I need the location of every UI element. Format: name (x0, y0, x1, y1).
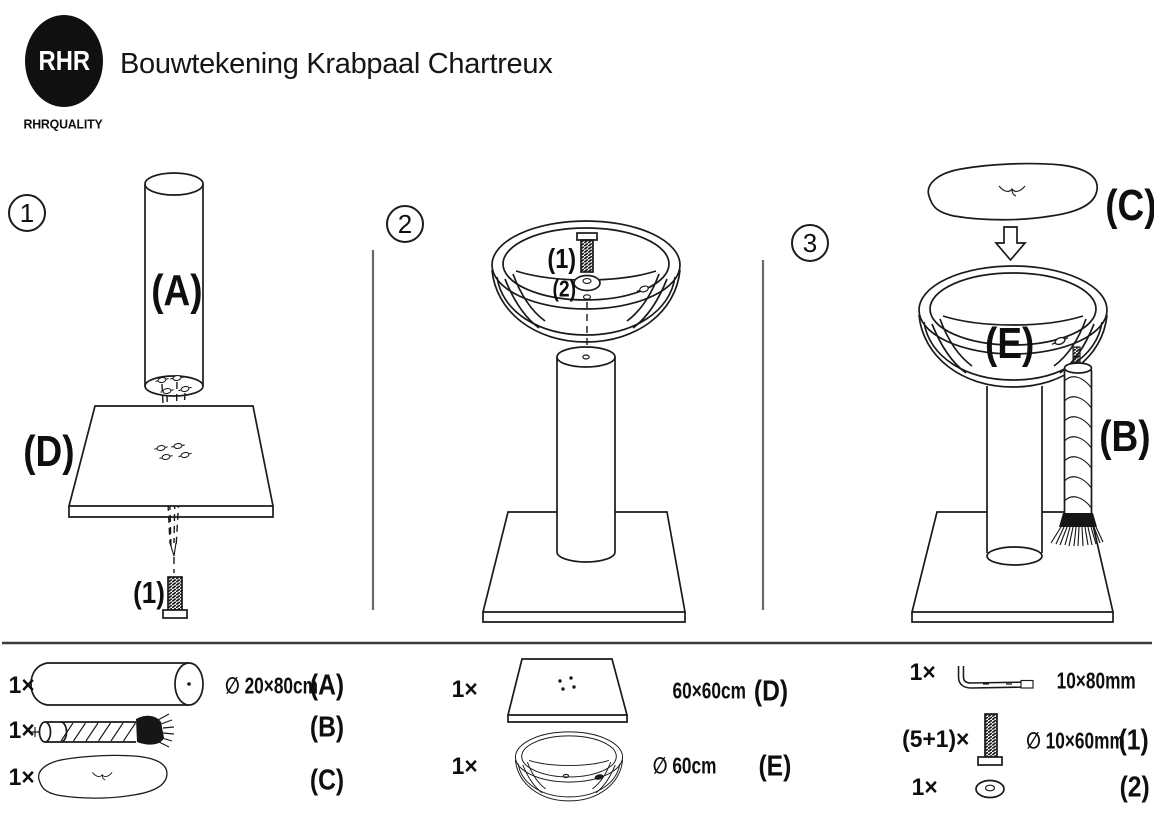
label-post-a: (A) (151, 266, 203, 315)
step2-post-drawing (556, 346, 616, 563)
part-key-qty: 1× (909, 659, 936, 686)
brand-logo: RHR (25, 15, 103, 107)
part-washer-qty: 1× (911, 774, 938, 801)
part-base-qty: 1× (451, 676, 478, 703)
step2-bed-drawing (491, 220, 681, 349)
part-post-dim: ∅ 20×80cm (225, 672, 318, 699)
round-bed-icon (514, 731, 624, 802)
label-step2-washer: (2) (552, 275, 577, 302)
step3-post-drawing (986, 386, 1043, 566)
page-title: Bouwtekening Krabpaal Chartreux (120, 48, 553, 80)
part-cushion-qty: 1× (8, 764, 35, 791)
label-base-d: (D) (23, 427, 75, 476)
allen-key-icon (957, 666, 1034, 689)
step1-number: 1 (8, 194, 46, 232)
part-key-dim: 10×80mm (1056, 667, 1136, 694)
logo-text: RHR (38, 45, 90, 76)
base-plate-icon (506, 658, 629, 723)
part-bolt-qty: (5+1)× (902, 726, 970, 753)
step1-base-plate-drawing (67, 381, 275, 573)
label-cushion-c: (C) (1105, 181, 1154, 230)
step3-number: 3 (791, 224, 829, 262)
part-rope-ref: (B) (309, 711, 345, 744)
part-bed-ref: (E) (758, 750, 792, 783)
label-step1-bolt: (1) (133, 575, 165, 610)
part-bolt-ref: (1) (1118, 724, 1149, 757)
bolt-icon (977, 713, 1003, 766)
part-base-dim: 60×60cm (672, 677, 746, 704)
step2-number: 2 (386, 205, 424, 243)
part-bed-qty: 1× (451, 753, 478, 780)
logo-subtext: RHRQUALITY (23, 116, 103, 132)
part-bed-dim: ∅ 60cm (652, 752, 717, 779)
part-bolt-dim: ∅ 10×60mm (1026, 727, 1125, 754)
washer-icon (975, 779, 1005, 799)
step3-cushion-drawing (927, 162, 1099, 221)
part-base-ref: (D) (753, 675, 789, 708)
step3-rope-drawing (1050, 334, 1104, 547)
sisal-rope-icon (30, 713, 175, 748)
step1-bolt-drawing (162, 576, 188, 619)
part-post-ref: (A) (309, 669, 345, 702)
post-cylinder-icon (30, 662, 204, 706)
part-cushion-ref: (C) (309, 764, 345, 797)
cushion-icon (37, 754, 168, 799)
part-post-qty: 1× (8, 672, 35, 699)
label-step2-bolt: (1) (547, 243, 577, 274)
label-rope-b: (B) (1099, 412, 1151, 461)
label-bed-e: (E) (985, 319, 1035, 368)
part-washer-ref: (2) (1119, 771, 1150, 804)
step1-post-drawing (144, 172, 204, 397)
part-rope-qty: 1× (8, 717, 35, 744)
arrow-down-icon (994, 226, 1027, 262)
